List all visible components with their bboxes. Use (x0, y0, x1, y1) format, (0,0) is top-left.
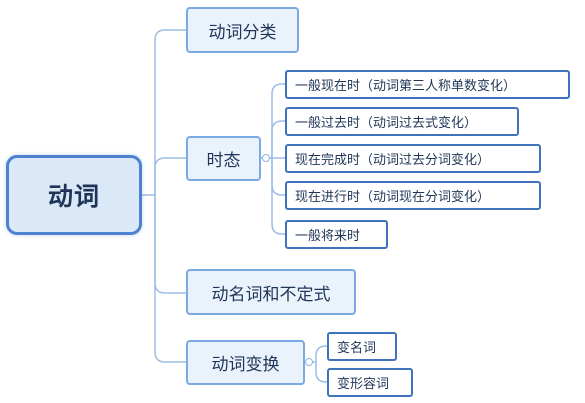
connector-branch-3 (154, 195, 186, 294)
collapse-toggle-icon[interactable] (262, 154, 270, 162)
leaf-node-simple-present[interactable]: 一般现在时（动词第三人称单数变化） (285, 70, 570, 99)
connector-branch-4 (154, 195, 186, 363)
leaf-node-to-adjective[interactable]: 变形容词 (327, 368, 413, 397)
root-node[interactable]: 动词 (6, 155, 142, 235)
connector-branch-2 (154, 157, 186, 195)
connector-tense-5 (271, 158, 285, 235)
connector-change-1 (315, 345, 327, 362)
connector-change-2 (315, 362, 327, 383)
leaf-node-simple-future[interactable]: 一般将来时 (285, 220, 388, 249)
connector-branch-1 (154, 29, 186, 195)
leaf-node-simple-past[interactable]: 一般过去时（动词过去式变化） (285, 107, 519, 136)
collapse-toggle-icon[interactable] (305, 358, 313, 366)
branch-node-tenses[interactable]: 时态 (186, 136, 261, 181)
branch-node-verb-conversion[interactable]: 动词变换 (186, 340, 305, 385)
leaf-node-present-perfect[interactable]: 现在完成时（动词过去分词变化） (285, 144, 541, 173)
branch-node-gerund-infinitive[interactable]: 动名词和不定式 (186, 269, 356, 315)
leaf-node-present-continuous[interactable]: 现在进行时（动词现在分词变化） (285, 181, 541, 210)
leaf-node-to-noun[interactable]: 变名词 (327, 332, 397, 361)
connector-tense-2 (271, 120, 285, 158)
branch-node-verb-types[interactable]: 动词分类 (186, 7, 299, 53)
connector-tense-1 (271, 83, 285, 158)
connector-tense-4 (271, 158, 285, 196)
